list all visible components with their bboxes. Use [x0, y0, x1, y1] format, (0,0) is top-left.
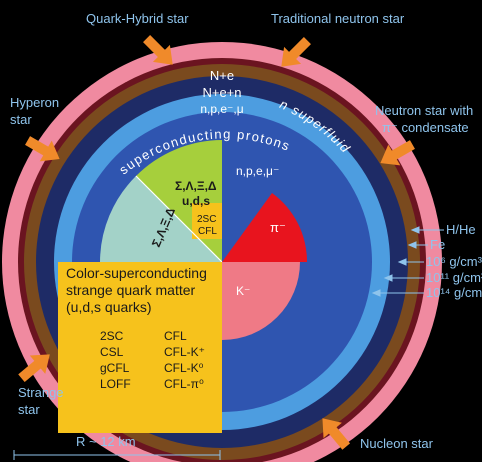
hyperon-inner-wedge — [100, 176, 222, 262]
label-hyperon-2: star — [10, 112, 32, 127]
phase-right-3: CFL-π⁰ — [164, 377, 204, 391]
arrow-neutron-pion — [380, 140, 415, 166]
wedge-divider — [135, 175, 223, 263]
quark-matter-region — [58, 262, 222, 433]
kaon-sector — [222, 262, 300, 340]
sc-label-cfl: CFL — [198, 226, 217, 237]
quark-title-3: (u,d,s quarks) — [66, 299, 152, 315]
kaon-label: K⁻ — [236, 284, 250, 298]
density-label-h-he: H/He — [446, 222, 476, 237]
density-label-1e6: 10⁶ g/cm³ — [426, 254, 482, 269]
quark-title-2: strange quark matter — [66, 282, 196, 298]
pion-label: π⁻ — [270, 220, 286, 235]
density-arrows — [371, 226, 444, 297]
hyperon-label-uds: u,d,s — [182, 194, 210, 208]
label-hyperon-1: Hyperon — [10, 95, 59, 110]
arrow-quark-hybrid — [143, 35, 173, 65]
label-nucleon-star: Nucleon star — [360, 436, 434, 451]
sc-phase-box — [192, 203, 222, 239]
arrow-traditional-neutron — [281, 37, 311, 67]
sc-label-2sc: 2SC — [197, 214, 216, 225]
core-label-particles: n,p,e,μ⁻ — [236, 164, 279, 178]
phase-left-3: LOFF — [100, 377, 131, 391]
phase-left-0: 2SC — [100, 329, 124, 343]
density-label-1e14: 10¹⁴ g/cm³ — [426, 285, 482, 300]
label-strange-1: Strange — [18, 385, 64, 400]
arrow-hyperon — [25, 136, 60, 162]
label-radius: R ~ 12 km — [76, 434, 136, 449]
layer-label-n-e: N+e — [210, 68, 234, 83]
phase-left-1: CSL — [100, 345, 124, 359]
density-label-1e11: 10¹¹ g/cm³ — [426, 270, 482, 285]
arrow-nucleon — [322, 418, 351, 450]
quark-title-1: Color-superconducting — [66, 265, 207, 281]
label-strange-2: star — [18, 402, 40, 417]
phase-right-0: CFL — [164, 329, 187, 343]
hyperon-label-top: Σ,Λ,Ξ,Δ — [175, 179, 217, 193]
label-neutron-pion-2: π⁻ condensate — [382, 120, 469, 135]
label-neutron-pion-1: Neutron star with — [375, 103, 473, 118]
phase-right-1: CFL-K⁺ — [164, 345, 205, 359]
label-traditional-neutron: Traditional neutron star — [271, 11, 405, 26]
density-label-fe: Fe — [430, 237, 445, 252]
layer-label-n-e-n: N+e+n — [202, 85, 241, 100]
label-quark-hybrid: Quark-Hybrid star — [86, 11, 189, 26]
arrow-strange — [18, 354, 50, 383]
phase-right-2: CFL-K⁰ — [164, 361, 204, 375]
phase-left-2: gCFL — [100, 361, 130, 375]
pion-sector — [222, 193, 308, 262]
layer-label-n-p-e-mu: n,p,e⁻,μ — [200, 102, 243, 116]
